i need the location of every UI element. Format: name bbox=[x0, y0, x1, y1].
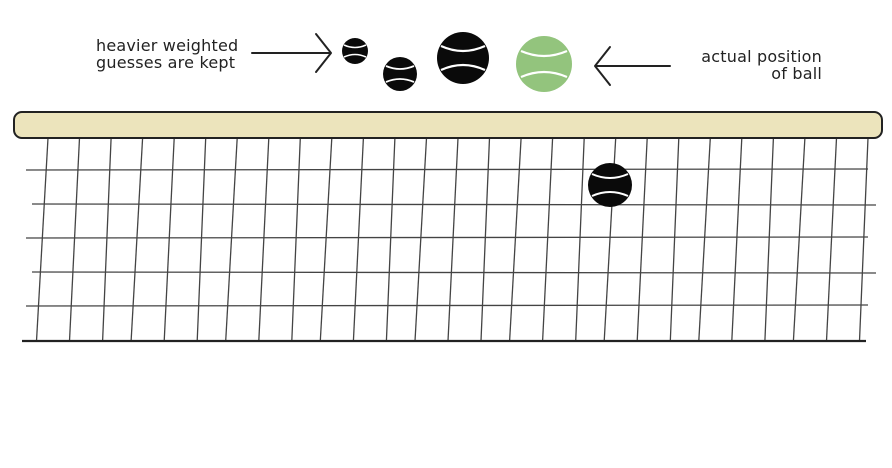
net-vertical-strand bbox=[636, 137, 648, 342]
net-vertical-strand bbox=[825, 137, 838, 342]
guess-ball-medium bbox=[383, 57, 417, 91]
net-vertical-strand bbox=[575, 137, 585, 342]
net-vertical-strand bbox=[669, 137, 680, 342]
net-vertical-strand bbox=[130, 137, 144, 342]
net-vertical-strand bbox=[858, 137, 869, 342]
net-vertical-strand bbox=[101, 137, 112, 342]
net-vertical-strand bbox=[447, 137, 459, 342]
net-vertical-strand bbox=[764, 137, 775, 342]
net-horizontal-strand bbox=[31, 271, 877, 274]
guess-ball-in-net bbox=[588, 163, 632, 207]
net-vertical-strand bbox=[35, 137, 49, 342]
net-vertical-strand bbox=[291, 137, 301, 342]
arrow-left-icon bbox=[594, 46, 671, 86]
net-mesh bbox=[25, 137, 877, 342]
net-horizontal-strand bbox=[25, 168, 869, 171]
net-vertical-strand bbox=[731, 137, 743, 342]
net-vertical-strand bbox=[698, 137, 711, 342]
net-top-cord bbox=[13, 111, 883, 139]
actual-ball bbox=[516, 36, 572, 92]
net-vertical-strand bbox=[414, 137, 428, 342]
actual-position-label: actual position of ball bbox=[701, 47, 822, 83]
net-vertical-strand bbox=[792, 137, 806, 342]
weighted-guesses-label: heavier weighted guesses are kept bbox=[96, 36, 239, 72]
net-vertical-strand bbox=[163, 137, 175, 342]
net-vertical-strand bbox=[508, 137, 522, 342]
net-vertical-strand bbox=[196, 137, 207, 342]
net-vertical-strand bbox=[480, 137, 491, 342]
net-horizontal-strand bbox=[25, 236, 869, 239]
net-horizontal-strand bbox=[31, 203, 877, 206]
net-vertical-strand bbox=[541, 137, 554, 342]
net-vertical-strand bbox=[68, 137, 81, 342]
guess-ball-large bbox=[437, 32, 489, 84]
arrow-right-icon bbox=[251, 33, 332, 73]
net-vertical-strand bbox=[258, 137, 270, 342]
net-vertical-strand bbox=[319, 137, 333, 342]
guess-ball-small bbox=[342, 38, 368, 64]
net-vertical-strand bbox=[352, 137, 365, 342]
net-horizontal-strand bbox=[25, 304, 869, 307]
net-vertical-strand bbox=[385, 137, 396, 342]
net-vertical-strand bbox=[225, 137, 238, 342]
